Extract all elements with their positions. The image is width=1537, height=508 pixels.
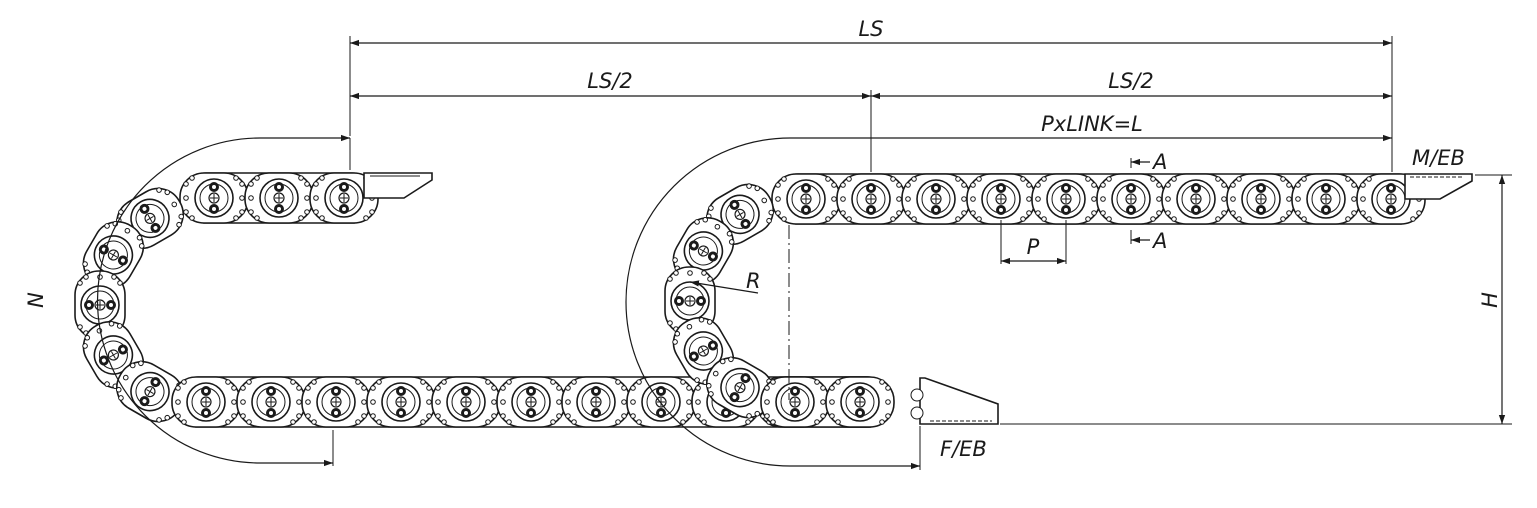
chain-link — [760, 376, 830, 428]
right-chain-top-run — [771, 173, 1426, 225]
chain-link — [171, 376, 241, 428]
ls-label: LS — [858, 17, 883, 41]
n-dimension-arc — [96, 134, 350, 467]
f-eb-label: F/EB — [940, 437, 987, 461]
height-label: H — [1478, 292, 1502, 308]
chain-link — [179, 172, 249, 224]
right-chain-bottom-run — [760, 376, 895, 428]
chain-link — [431, 376, 501, 428]
chain-link — [966, 173, 1036, 225]
chain-link — [244, 172, 314, 224]
section-bottom-label: A — [1151, 229, 1167, 253]
pxlink-dimension-arc — [625, 134, 1392, 470]
section-top-label: A — [1151, 150, 1167, 174]
ls-half-left-label: LS/2 — [587, 69, 632, 93]
chain-link — [496, 376, 566, 428]
chain-link — [672, 316, 735, 386]
ls-half-right-label: LS/2 — [1108, 69, 1153, 93]
right-chain — [625, 134, 1473, 470]
dimensions — [349, 36, 1512, 425]
pitch-label: P — [1027, 235, 1040, 259]
radius-leader — [689, 280, 759, 294]
chain-link — [236, 376, 306, 428]
chain-link — [626, 376, 696, 428]
radius-label: R — [746, 269, 761, 293]
chain-link — [901, 173, 971, 225]
chain-link — [561, 376, 631, 428]
left-mounting-bracket — [363, 172, 433, 199]
chain-link — [771, 173, 841, 225]
chain-link — [825, 376, 895, 428]
chain-link — [836, 173, 906, 225]
left-chain-top-run — [179, 172, 379, 224]
chain-link — [1161, 173, 1231, 225]
chain-link — [1291, 173, 1361, 225]
fixed-end-bracket — [919, 377, 999, 425]
pxlink-label: PxLINK=L — [1041, 112, 1143, 136]
chain-link — [115, 360, 185, 423]
m-eb-label: M/EB — [1412, 146, 1465, 170]
n-label: N — [24, 292, 48, 308]
chain-link — [664, 266, 716, 336]
chain-link — [366, 376, 436, 428]
chain-link — [1226, 173, 1296, 225]
moving-end-bracket — [1404, 173, 1473, 200]
chain-link — [1096, 173, 1166, 225]
chain-link — [1031, 173, 1101, 225]
chain-link — [301, 376, 371, 428]
left-chain-bend — [74, 187, 185, 423]
right-chain-bend — [664, 183, 775, 419]
